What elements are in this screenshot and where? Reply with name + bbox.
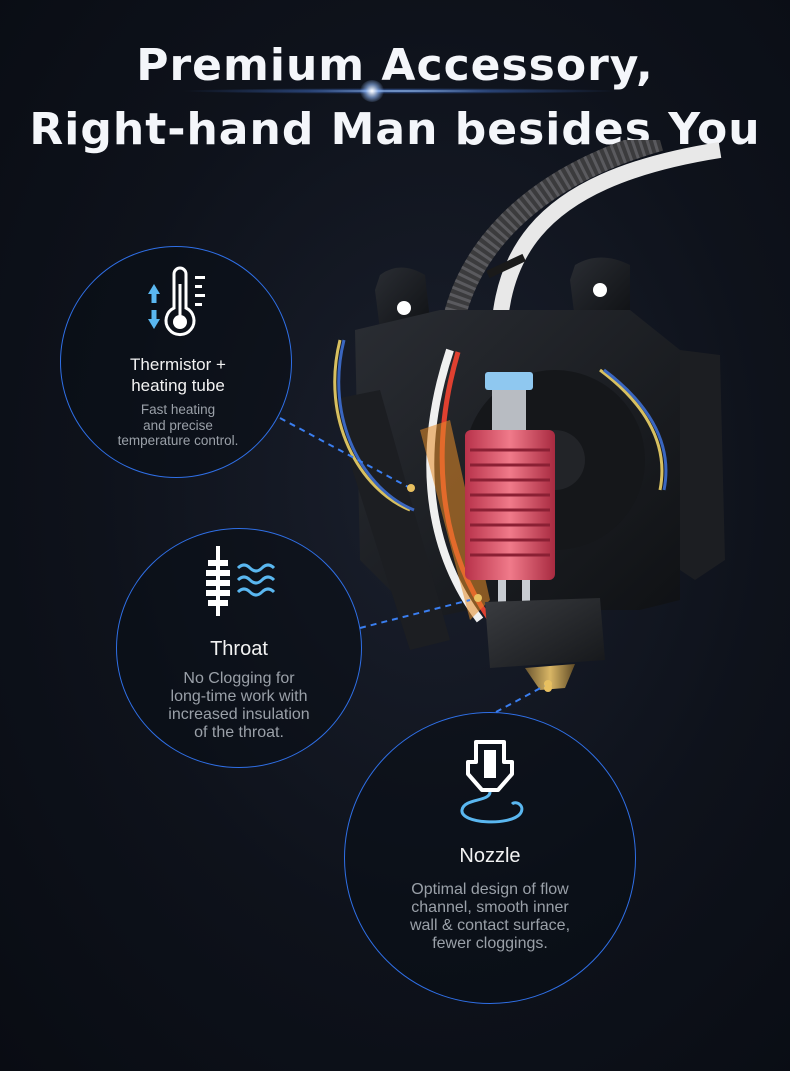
throat-desc: No Clogging for long-time work with incr… — [136, 670, 342, 742]
title-flare — [180, 88, 620, 94]
throat-desc-line1: No Clogging for — [183, 670, 295, 687]
thermometer-icon — [148, 266, 205, 337]
nozzle-desc-line1: Optimal design of flow — [411, 881, 569, 898]
thermistor-desc-line2: and precise — [143, 417, 213, 433]
nozzle-title: Nozzle — [459, 845, 521, 867]
left-mount-ear — [375, 267, 430, 330]
nozzle-tip — [525, 664, 575, 690]
thermistor-desc-line1: Fast heating — [140, 402, 216, 417]
nozzle-desc-line3: wall & contact surface, — [409, 917, 571, 934]
nozzle-desc-line2: channel, smooth inner — [411, 899, 569, 916]
heatsink — [465, 430, 555, 580]
throat-desc-line4: of the throat. — [194, 724, 284, 741]
throat-title: Throat — [210, 638, 268, 660]
throat-heat-icon — [206, 546, 276, 616]
headline-line1: Premium Accessory, — [136, 40, 654, 91]
nozzle-icon — [460, 740, 524, 824]
thermistor-title-line1: Thermistor + — [130, 355, 226, 374]
heater-block — [485, 598, 605, 668]
thermistor-desc: Fast heating and precise temperature con… — [90, 402, 266, 449]
nozzle-desc-line4: fewer cloggings. — [432, 935, 548, 952]
hotend-assembly-illustration — [330, 140, 725, 692]
nozzle-desc: Optimal design of flow channel, smooth i… — [360, 881, 620, 953]
thermistor-title: Thermistor + heating tube — [90, 354, 266, 396]
thermistor-desc-line3: temperature control. — [117, 433, 239, 448]
title-flare-dot — [360, 80, 384, 102]
thermistor-title-line2: heating tube — [131, 376, 225, 395]
throat-desc-line3: increased insulation — [168, 706, 310, 723]
throat-desc-line2: long-time work with — [170, 688, 308, 705]
thermistor-callout — [60, 246, 292, 478]
